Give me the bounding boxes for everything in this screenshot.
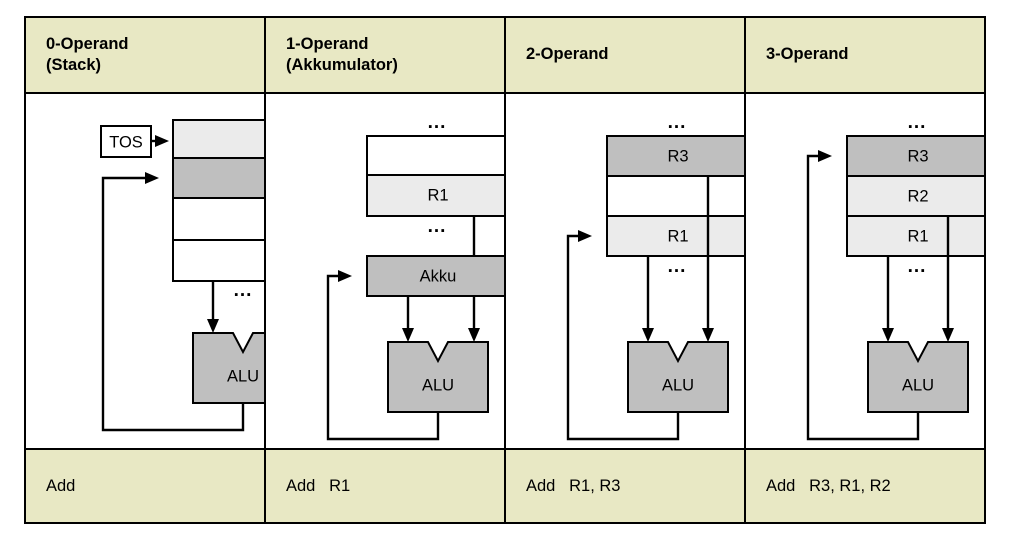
register-cell-r3 <box>606 135 744 177</box>
arrowhead-akku <box>402 328 414 342</box>
register-cell-r1 <box>606 215 744 257</box>
header-cell-two-operand: 2-Operand <box>506 18 746 92</box>
accumulator-label: Akku <box>420 267 457 285</box>
alu-feedback-arrowhead <box>145 172 159 184</box>
register-label-r3: R3 <box>667 147 688 165</box>
instruction-cell-three-operand: Add R3, R1, R2 <box>746 450 984 522</box>
alu-feedback-arrowhead <box>338 270 352 282</box>
register-label-r1: R1 <box>427 186 448 204</box>
header-label-zero-operand: 0-Operand (Stack) <box>46 34 129 74</box>
alu-label: ALU <box>227 367 259 385</box>
register-cell-r2 <box>846 175 984 217</box>
register-label-r1: R1 <box>907 227 928 245</box>
accumulator-diagram: ... R1 ... Akku <box>326 112 504 441</box>
alu-feedback-line <box>101 176 245 432</box>
alu-feedback-line <box>326 274 440 441</box>
register-cell-r1 <box>846 215 984 257</box>
alu-shape <box>627 341 729 413</box>
stack-ellipsis: ... <box>234 280 253 301</box>
register-label-r3: R3 <box>907 147 928 165</box>
alu-label: ALU <box>902 376 934 394</box>
table-header-row: 0-Operand (Stack) 1-Operand (Akkumulator… <box>26 18 984 94</box>
instruction-label-one-operand: Add R1 <box>286 476 351 495</box>
diagram-cell-zero-operand: ... ALU TOS <box>26 94 266 448</box>
header-cell-one-operand: 1-Operand (Akkumulator) <box>266 18 506 92</box>
tos-arrowhead <box>155 135 169 147</box>
alu-feedback-line <box>566 234 680 441</box>
instruction-cell-two-operand: Add R1, R3 <box>506 450 746 522</box>
register-cell-empty <box>606 175 744 217</box>
stack-cell-second <box>172 157 264 199</box>
alu-feedback-arrowhead <box>578 230 592 242</box>
tos-box <box>100 125 152 158</box>
regfile-bottom-ellipsis: ... <box>428 216 447 237</box>
header-cell-three-operand: 3-Operand <box>746 18 984 92</box>
register-cell-r3 <box>846 135 984 177</box>
alu-feedback-arrowhead <box>818 150 832 162</box>
accumulator-box <box>366 255 504 297</box>
regfile-top-ellipsis: ... <box>908 112 927 133</box>
three-operand-diagram: ... R3 R2 R1 ... <box>806 112 984 441</box>
table-footer-row: Add Add R1 Add R1, R3 Add R3, R1, R2 <box>26 450 984 522</box>
header-label-two-operand: 2-Operand <box>526 45 609 64</box>
arrowhead-left <box>207 319 219 333</box>
operand-formats-table: 0-Operand (Stack) 1-Operand (Akkumulator… <box>24 16 986 524</box>
two-operand-diagram: ... R3 R1 ... ALU <box>566 112 744 441</box>
instruction-cell-zero-operand: Add <box>26 450 266 522</box>
regfile-bottom-ellipsis: ... <box>668 256 687 277</box>
arrowhead-r1 <box>468 328 480 342</box>
instruction-label-three-operand: Add R3, R1, R2 <box>766 476 891 495</box>
header-label-three-operand: 3-Operand <box>766 45 849 64</box>
regfile-top-ellipsis: ... <box>668 112 687 133</box>
header-label-one-operand: 1-Operand (Akkumulator) <box>286 34 398 74</box>
diagram-cell-two-operand: ... R3 R1 ... ALU <box>506 94 746 448</box>
table-body-row: ... ALU TOS <box>26 94 984 450</box>
regfile-top-ellipsis: ... <box>428 112 447 133</box>
regfile-bottom-ellipsis: ... <box>908 256 927 277</box>
arrowhead-r1 <box>642 328 654 342</box>
instruction-cell-one-operand: Add R1 <box>266 450 506 522</box>
register-label-r1: R1 <box>667 227 688 245</box>
diagram-cell-three-operand: ... R3 R2 R1 ... <box>746 94 984 448</box>
arrowhead-r1 <box>882 328 894 342</box>
register-cell-r1 <box>366 174 504 217</box>
stack-cell-fourth <box>172 239 264 282</box>
alu-shape <box>192 332 264 404</box>
register-cell-empty <box>366 135 504 176</box>
tos-label: TOS <box>109 133 143 151</box>
register-label-r2: R2 <box>907 187 928 205</box>
alu-shape <box>387 341 489 413</box>
instruction-label-two-operand: Add R1, R3 <box>526 476 621 495</box>
alu-label: ALU <box>662 376 694 394</box>
stack-cell-third <box>172 197 264 241</box>
alu-shape <box>867 341 969 413</box>
instruction-label-zero-operand: Add <box>46 476 76 495</box>
alu-label: ALU <box>422 376 454 394</box>
arrowhead-r2 <box>942 328 954 342</box>
alu-feedback-line <box>806 154 920 441</box>
header-cell-zero-operand: 0-Operand (Stack) <box>26 18 266 92</box>
stack-cell-tos <box>172 119 264 159</box>
diagram-cell-one-operand: ... R1 ... Akku <box>266 94 506 448</box>
arrowhead-r3 <box>702 328 714 342</box>
stack-diagram: ... ALU <box>101 119 264 432</box>
